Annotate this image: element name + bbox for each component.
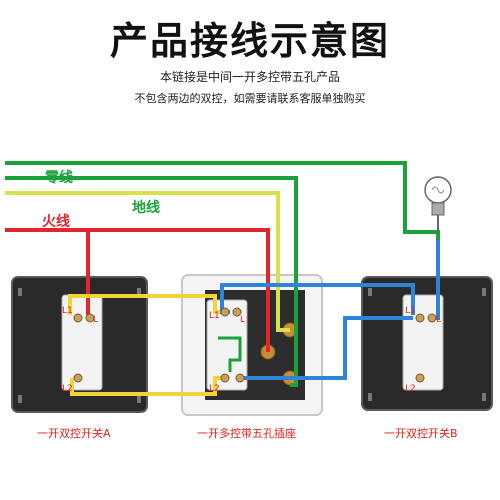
socket-caption: 一开多控带五孔插座 xyxy=(197,427,296,440)
switch-a-caption: 一开双控开关A xyxy=(37,427,111,440)
socket-terminal-l2: L2 xyxy=(209,384,220,394)
neutral-wire xyxy=(5,161,440,387)
neutral-wire-label: 零线 xyxy=(44,169,73,186)
switch-b-terminal-l1: L1 xyxy=(405,306,416,316)
live-wire-label: 火线 xyxy=(42,213,70,230)
socket-internal-bridge xyxy=(218,336,242,372)
terminal-screws xyxy=(73,307,437,383)
switch-a-terminal-l: L xyxy=(93,315,98,325)
switch-b-terminal-l: L xyxy=(436,315,441,325)
switch-b-caption: 一开双控开关B xyxy=(384,427,458,440)
switch-a-panel xyxy=(11,276,148,413)
ground-wire xyxy=(5,191,290,332)
switch-a-terminal-l1: L1 xyxy=(62,306,73,316)
subtitle-2: 不包含两边的双控，如需要请联系客服单独购买 xyxy=(134,92,366,105)
socket-terminal-l1: L1 xyxy=(209,311,220,321)
page-title: 产品接线示意图 xyxy=(109,19,390,63)
socket-terminal-l: L xyxy=(240,315,245,325)
subtitle-1: 本链接是中间一开多控带五孔产品 xyxy=(159,70,340,84)
switch-b-terminal-l2: L2 xyxy=(405,384,416,394)
switch-a-terminal-l2: L2 xyxy=(62,384,73,394)
ground-wire-label: 地线 xyxy=(132,199,160,216)
live-wire xyxy=(5,228,270,352)
lamp-bulb xyxy=(424,176,452,232)
switch-b-panel xyxy=(361,276,493,411)
traveler-wires-a xyxy=(68,294,226,396)
